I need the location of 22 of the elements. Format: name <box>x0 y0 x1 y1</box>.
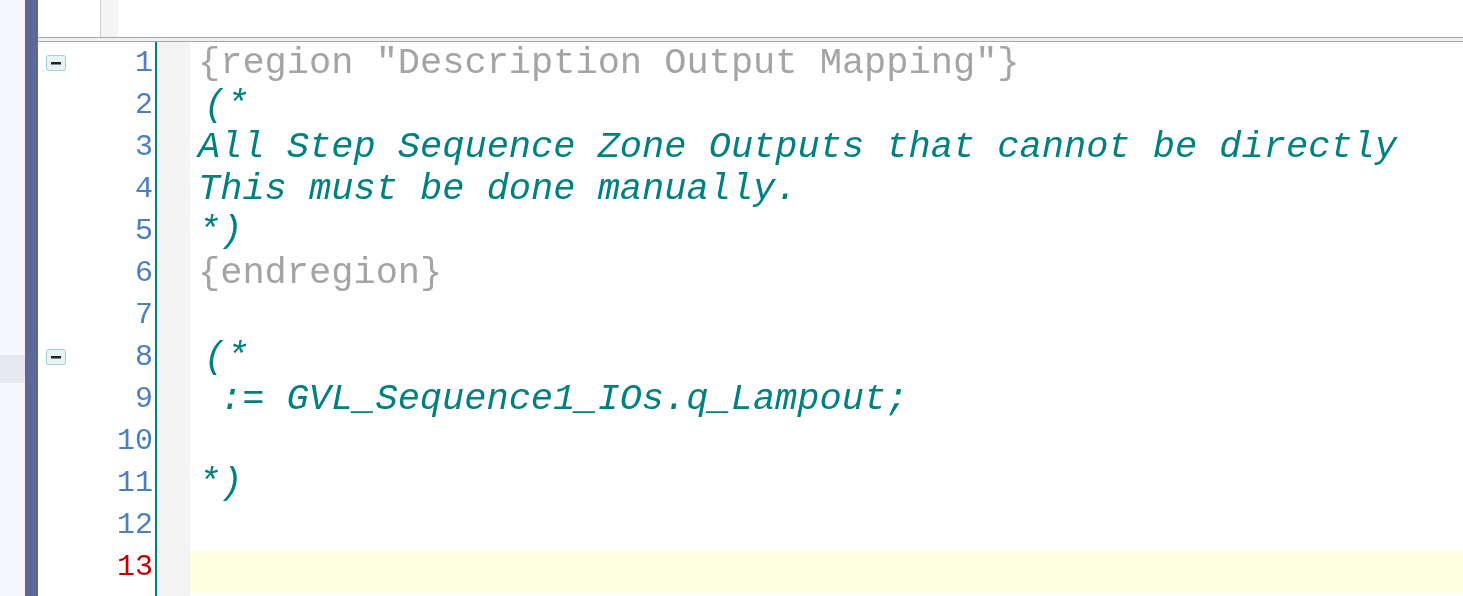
line-number: 10 <box>116 423 153 460</box>
line-number: 9 <box>134 381 153 418</box>
line-number: 8 <box>134 339 153 376</box>
code-line: := GVL_Sequence1_IOs.q_Lampout; <box>220 378 909 420</box>
code-line: *) <box>198 210 243 252</box>
code-line: All Step Sequence Zone Outputs that cannot be directly <box>198 126 1397 168</box>
line-number: 12 <box>116 507 153 544</box>
code-line: This must be done manually. <box>198 168 798 210</box>
code-line: {region "Description Output Mapping"} <box>198 42 1020 84</box>
line-number: 1 <box>134 45 153 82</box>
line-number: 7 <box>134 297 153 334</box>
line-number: 4 <box>134 171 153 208</box>
line-number: 6 <box>134 255 153 292</box>
code-line: *) <box>198 462 243 504</box>
line-number: 13 <box>116 549 153 586</box>
code-line: (* <box>204 84 249 126</box>
line-number: 2 <box>134 87 153 124</box>
line-number: 3 <box>134 129 153 166</box>
code-line: (* <box>204 336 249 378</box>
line-number: 11 <box>116 465 153 502</box>
line-number: 5 <box>134 213 153 250</box>
code-line: {endregion} <box>198 252 443 294</box>
